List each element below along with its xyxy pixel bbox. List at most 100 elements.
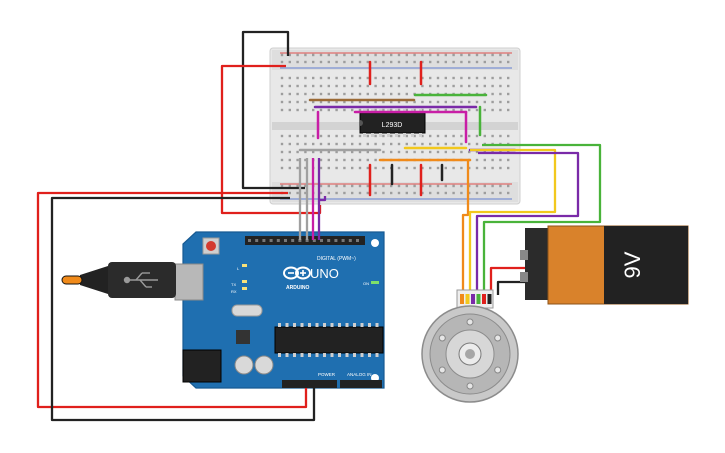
breadboard-hole bbox=[312, 134, 315, 138]
header-pin bbox=[348, 239, 352, 242]
breadboard-hole bbox=[436, 166, 440, 170]
breadboard-hole bbox=[335, 108, 338, 112]
breadboard-hole bbox=[335, 191, 338, 195]
breadboard-hole bbox=[296, 100, 299, 104]
breadboard-jumpers[interactable] bbox=[298, 60, 517, 197]
breadboard-hole bbox=[366, 60, 369, 64]
breadboard-hole bbox=[343, 76, 346, 80]
wire-purple[interactable] bbox=[319, 196, 327, 202]
breadboard-hole bbox=[397, 142, 401, 146]
motor-connector-pins bbox=[460, 294, 492, 304]
breadboard-hole bbox=[421, 60, 424, 64]
wire-orange[interactable] bbox=[461, 160, 470, 295]
breadboard-hole bbox=[304, 184, 307, 188]
breadboard-hole bbox=[507, 53, 510, 57]
wire-purple[interactable] bbox=[475, 151, 580, 295]
breadboard-hole bbox=[413, 76, 416, 80]
breadboard-hole bbox=[460, 191, 463, 195]
breadboard-hole bbox=[304, 150, 307, 154]
capacitor bbox=[254, 355, 274, 375]
breadboard-hole bbox=[319, 76, 323, 80]
on-led-label: ON bbox=[363, 281, 369, 286]
analog-header[interactable] bbox=[340, 380, 382, 388]
breadboard-hole bbox=[468, 134, 471, 138]
breadboard-hole bbox=[280, 158, 284, 162]
breadboard-hole bbox=[374, 84, 377, 88]
chip-pin bbox=[379, 133, 382, 137]
breadboard-hole bbox=[460, 134, 463, 138]
rx-led bbox=[242, 287, 247, 290]
breadboard-hole bbox=[429, 184, 432, 188]
breadboard-hole bbox=[429, 100, 432, 104]
breadboard-hole bbox=[288, 53, 291, 57]
breadboard-hole bbox=[397, 76, 401, 80]
breadboard-hole bbox=[296, 60, 299, 64]
motor-shaft bbox=[465, 349, 475, 359]
atmega-chip bbox=[274, 326, 384, 354]
breadboard-hole bbox=[468, 166, 471, 170]
breadboard-hole bbox=[390, 108, 393, 112]
external-wires[interactable] bbox=[36, 30, 602, 422]
header-pin bbox=[356, 239, 359, 242]
breadboard-hole bbox=[319, 166, 323, 170]
breadboard-hole bbox=[319, 84, 323, 88]
breadboard-hole bbox=[374, 166, 377, 170]
power-header[interactable] bbox=[282, 380, 337, 388]
arduino-uno-board[interactable]: UNO ARDUINO DIGITAL (PWM~) POWER ANALOG … bbox=[174, 231, 385, 389]
breadboard-hole bbox=[499, 191, 502, 195]
breadboard-hole bbox=[280, 166, 284, 170]
breadboard-hole bbox=[413, 184, 416, 188]
breadboard-hole bbox=[312, 142, 315, 146]
crystal-oscillator bbox=[231, 304, 263, 317]
header-pin bbox=[255, 239, 259, 242]
header-pin bbox=[312, 239, 316, 242]
motor-bolt bbox=[438, 366, 446, 374]
breadboard-hole bbox=[429, 191, 432, 195]
breadboard-hole bbox=[491, 53, 494, 57]
battery-9v[interactable]: 9V bbox=[520, 225, 689, 305]
breadboard-hole bbox=[304, 191, 307, 195]
breadboard-hole bbox=[327, 150, 330, 154]
breadboard-hole bbox=[288, 158, 291, 162]
breadboard-hole bbox=[358, 150, 362, 154]
breadboard-hole bbox=[296, 166, 299, 170]
breadboard-hole bbox=[475, 134, 479, 138]
breadboard-hole bbox=[351, 100, 354, 104]
top-power-rail bbox=[272, 50, 518, 70]
chip-pin bbox=[345, 353, 349, 357]
breadboard-hole bbox=[319, 108, 323, 112]
breadboard-hole bbox=[429, 166, 432, 170]
breadboard-hole bbox=[405, 150, 408, 154]
breadboard-hole bbox=[351, 150, 354, 154]
breadboard-hole bbox=[436, 53, 440, 57]
wire-yellow[interactable] bbox=[468, 148, 557, 295]
breadboard-hole bbox=[491, 92, 494, 96]
breadboard-hole bbox=[421, 191, 424, 195]
breadboard-hole bbox=[475, 191, 479, 195]
chip-pin bbox=[353, 353, 356, 357]
chip-pin bbox=[375, 353, 379, 357]
chip-pin bbox=[315, 353, 319, 357]
dc-motor-with-encoder[interactable] bbox=[421, 289, 519, 403]
battery-label-band bbox=[604, 226, 688, 304]
breadboard-hole bbox=[335, 158, 338, 162]
wire-black[interactable] bbox=[496, 280, 525, 295]
breadboard-hole bbox=[327, 76, 330, 80]
bottom-power-rail bbox=[272, 182, 518, 202]
wire-red[interactable] bbox=[36, 191, 308, 409]
wire-green[interactable] bbox=[482, 143, 602, 295]
breadboard-hole bbox=[491, 84, 494, 88]
usb-cable[interactable] bbox=[61, 262, 176, 298]
wire-black[interactable] bbox=[241, 30, 305, 190]
breadboard-hole bbox=[397, 60, 401, 64]
breadboard-hole bbox=[405, 134, 408, 138]
chip-pin bbox=[330, 353, 334, 357]
breadboard-hole bbox=[405, 53, 408, 57]
digital-header[interactable] bbox=[245, 236, 365, 245]
breadboard-hole bbox=[475, 184, 479, 188]
wire-black[interactable] bbox=[50, 196, 316, 422]
breadboard-hole bbox=[483, 166, 486, 170]
breadboard-hole bbox=[358, 142, 362, 146]
breadboard-hole bbox=[296, 150, 299, 154]
wire-red[interactable] bbox=[489, 266, 525, 295]
